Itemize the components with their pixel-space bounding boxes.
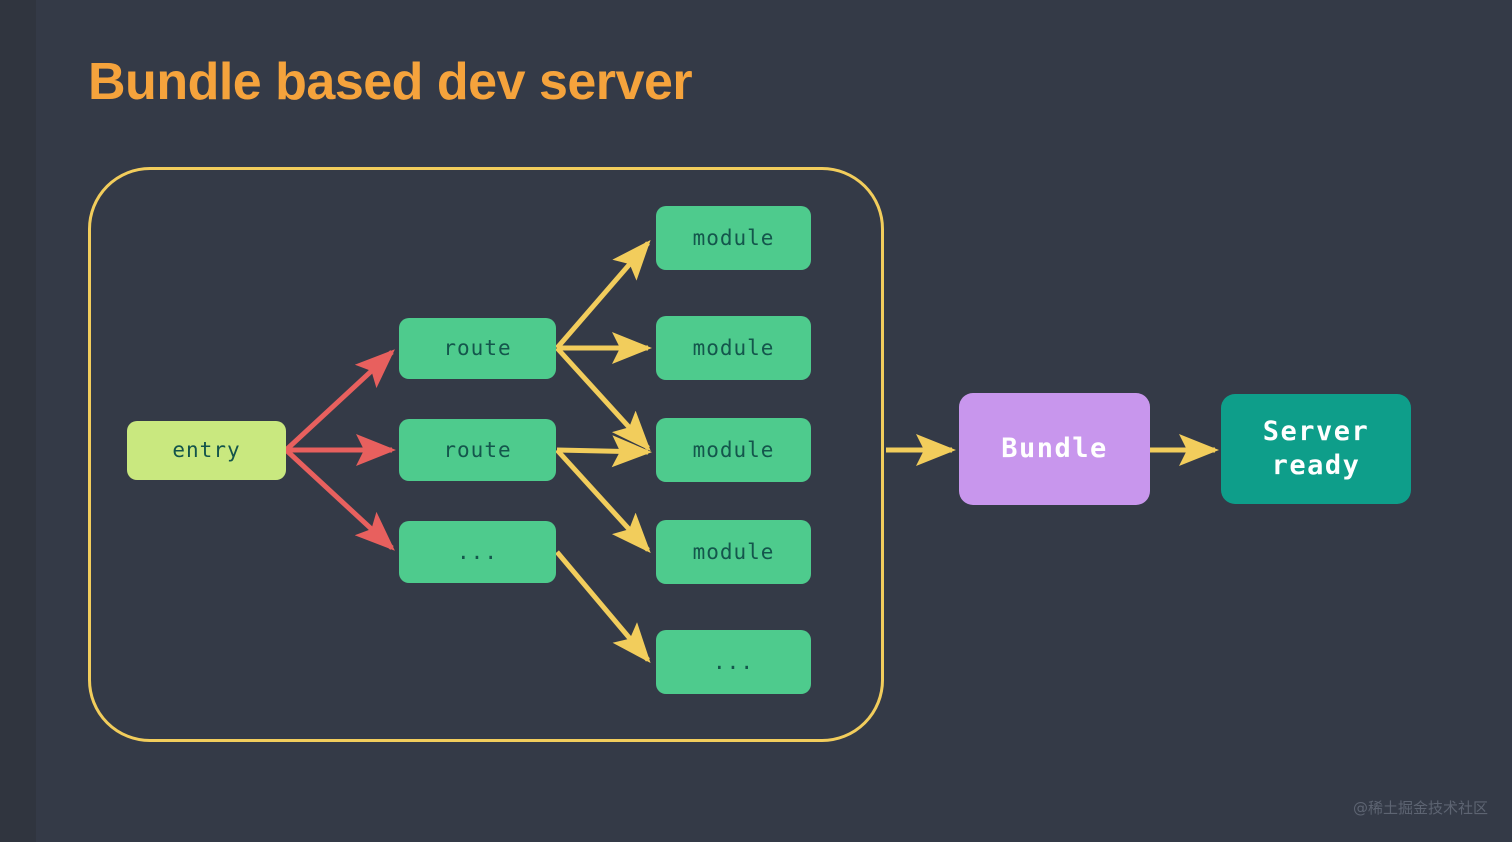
node-module-1[interactable]: module: [656, 206, 811, 270]
node-module-4[interactable]: module: [656, 520, 811, 584]
left-edge-band: [0, 0, 36, 842]
node-module-ellipsis[interactable]: ...: [656, 630, 811, 694]
node-module-3[interactable]: module: [656, 418, 811, 482]
node-entry[interactable]: entry: [127, 421, 286, 480]
node-server-ready[interactable]: Server ready: [1221, 394, 1411, 504]
node-route-ellipsis[interactable]: ...: [399, 521, 556, 583]
node-module-2[interactable]: module: [656, 316, 811, 380]
node-route-2[interactable]: route: [399, 419, 556, 481]
node-route-1[interactable]: route: [399, 318, 556, 379]
watermark: @稀土掘金技术社区: [1352, 799, 1488, 817]
module-graph-container: [88, 167, 884, 742]
node-bundle[interactable]: Bundle: [959, 393, 1150, 505]
page-title: Bundle based dev server: [88, 53, 693, 111]
